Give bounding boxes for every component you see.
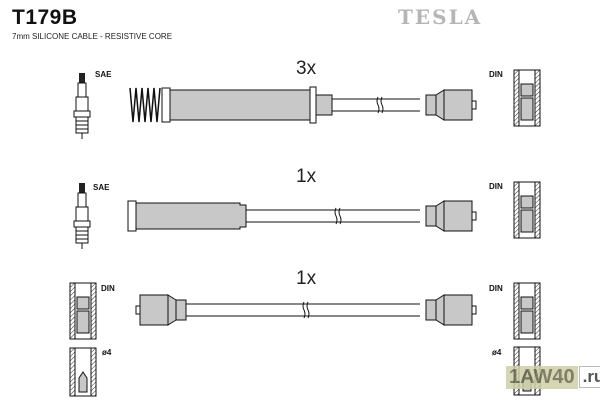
watermark-tld: .ru [578, 366, 600, 388]
connector-label: DIN [489, 70, 503, 79]
part-number-title: T179B [12, 6, 78, 29]
watermark-logo: 1AW40 .ru [506, 364, 600, 390]
cable-row-3 [69, 282, 541, 397]
watermark-text: 1AW40 [506, 365, 578, 389]
din-boot [135, 294, 187, 326]
cable-row-2 [73, 181, 541, 250]
connector-label: ø4 [102, 348, 112, 357]
brand-logo: TESLA [398, 5, 483, 29]
connector-label: SAE [95, 70, 112, 79]
din-boot [425, 200, 477, 232]
spark-plug-icon [73, 72, 91, 140]
spring-icon [129, 87, 161, 123]
quantity-label: 3x [296, 58, 317, 79]
cable-description: 7mm SILICONE CABLE - RESISTIVE CORE [12, 32, 173, 41]
phi4-cap-icon [69, 347, 97, 397]
cable-row-1 [73, 69, 541, 140]
plug-boot [169, 89, 311, 121]
connector-label: DIN [489, 284, 503, 293]
connector-label: ø4 [492, 348, 502, 357]
spark-plug-icon [73, 182, 91, 250]
din-boot [425, 89, 477, 121]
quantity-label: 1x [296, 268, 317, 289]
quantity-label: 1x [296, 166, 317, 187]
cable-break-marks [302, 96, 384, 319]
din-cap-icon [513, 69, 541, 127]
din-boot [425, 294, 477, 326]
connector-label: DIN [489, 182, 503, 191]
connector-label: DIN [101, 284, 115, 293]
din-cap-icon [69, 282, 97, 340]
connector-label: SAE [93, 183, 110, 192]
din-cap-icon [513, 282, 541, 340]
din-cap-icon [513, 181, 541, 239]
plug-boot [135, 202, 247, 230]
